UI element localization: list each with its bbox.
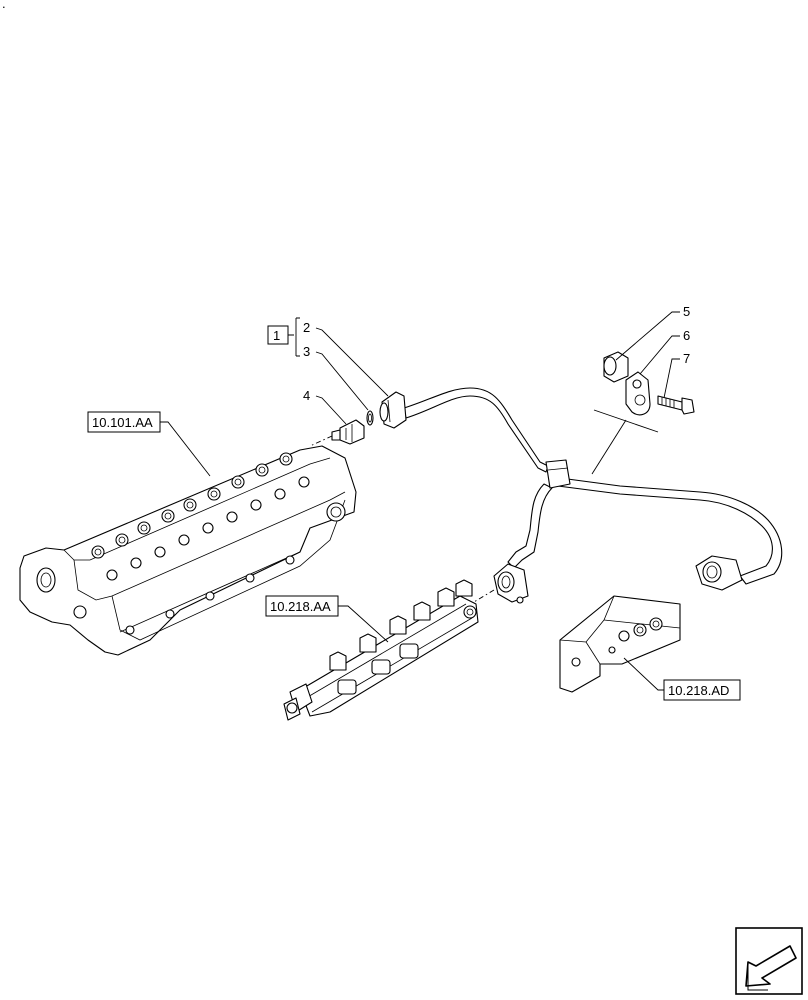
next-page-arrow-icon[interactable] <box>735 927 803 995</box>
callout-label-5: 5 <box>683 304 690 319</box>
callout-label-6: 6 <box>683 328 690 343</box>
fuel-rail <box>283 579 479 721</box>
ref-cylinder-head-label: 10.101.AA <box>92 415 153 430</box>
rail-pressure-valve <box>283 683 313 721</box>
bracket-connector <box>695 555 743 591</box>
sensor <box>331 419 365 445</box>
bolt <box>657 395 695 415</box>
corner-mark: . <box>2 0 6 11</box>
callout-label-7: 7 <box>683 351 690 366</box>
spacer <box>603 351 629 383</box>
callout-group-1: 1 <box>267 317 300 357</box>
ref-bracket: 10.218.AD <box>623 657 741 701</box>
bracket <box>559 595 681 693</box>
callout-4: 4 <box>303 388 347 425</box>
wiring-harness <box>403 387 783 585</box>
callout-5: 5 <box>615 304 690 361</box>
harness-connector-2 <box>379 391 407 429</box>
valve-bosses <box>91 452 310 581</box>
head-ports <box>36 502 346 635</box>
ref-cylinder-head: 10.101.AA <box>87 411 211 477</box>
callout-2: 2 <box>303 320 389 397</box>
rail-outlets <box>329 579 473 671</box>
ref-fuel-rail-label: 10.218.AA <box>270 599 331 614</box>
callout-7: 7 <box>663 351 690 399</box>
rail-connector <box>493 563 529 604</box>
ref-bracket-label: 10.218.AD <box>668 683 729 698</box>
callout-label-4: 4 <box>303 388 310 403</box>
callout-label-3: 3 <box>303 344 310 359</box>
clamp <box>625 371 651 416</box>
callout-3: 3 <box>303 344 369 411</box>
callout-label-1: 1 <box>273 328 280 343</box>
cylinder-head <box>19 445 357 656</box>
callout-6: 6 <box>639 328 690 375</box>
callout-label-2: 2 <box>303 320 310 335</box>
ref-fuel-rail: 10.218.AA <box>265 595 389 643</box>
o-ring <box>366 410 374 426</box>
